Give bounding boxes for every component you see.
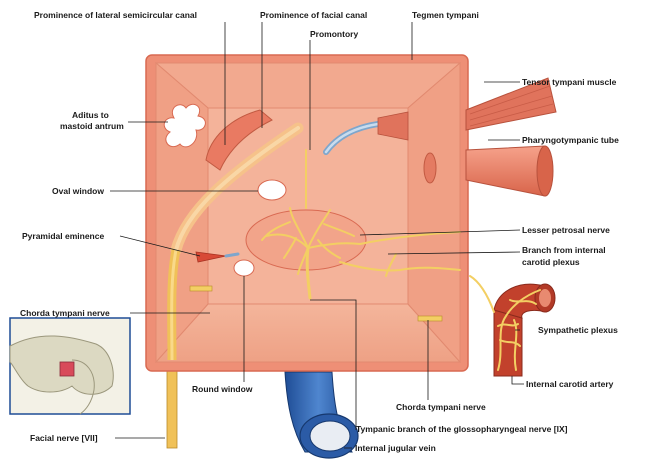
label-aditus-1: Aditus to xyxy=(72,110,109,120)
label-pyramidal: Pyramidal eminence xyxy=(22,231,104,241)
inset-skull-view xyxy=(10,318,130,414)
label-tympanic-branch: Tympanic branch of the glossopharyngeal … xyxy=(356,424,568,434)
label-internal-carotid: Internal carotid artery xyxy=(526,379,614,389)
label-facial-canal: Prominence of facial canal xyxy=(260,10,367,20)
round-window xyxy=(234,260,254,276)
chorda-tympani-right-segment xyxy=(418,316,442,321)
oval-window xyxy=(258,180,286,200)
label-chorda-right: Chorda tympani nerve xyxy=(396,402,486,412)
label-chorda-left: Chorda tympani nerve xyxy=(20,308,110,318)
label-carotid-branch-1: Branch from internal xyxy=(522,245,606,255)
label-lateral-canal: Prominence of lateral semicircular canal xyxy=(34,10,197,20)
label-aditus-2: mastoid antrum xyxy=(60,121,124,131)
label-tegmen: Tegmen tympani xyxy=(412,10,479,20)
label-round-window: Round window xyxy=(192,384,253,394)
label-jugular: Internal jugular vein xyxy=(355,443,436,453)
label-promontory: Promontory xyxy=(310,29,358,39)
label-tensor: Tensor tympani muscle xyxy=(522,77,617,87)
label-lesser-petrosal: Lesser petrosal nerve xyxy=(522,225,610,235)
label-oval-window: Oval window xyxy=(52,186,104,196)
facial-nerve-trunk xyxy=(167,360,177,448)
label-pharyngotympanic: Pharyngotympanic tube xyxy=(522,135,619,145)
internal-jugular-vein xyxy=(285,372,358,458)
label-sympathetic: Sympathetic plexus xyxy=(538,325,618,335)
label-facial-nerve: Facial nerve [VII] xyxy=(30,433,98,443)
chorda-tympani-left-segment xyxy=(190,286,212,291)
label-carotid-branch-2: carotid plexus xyxy=(522,257,580,267)
